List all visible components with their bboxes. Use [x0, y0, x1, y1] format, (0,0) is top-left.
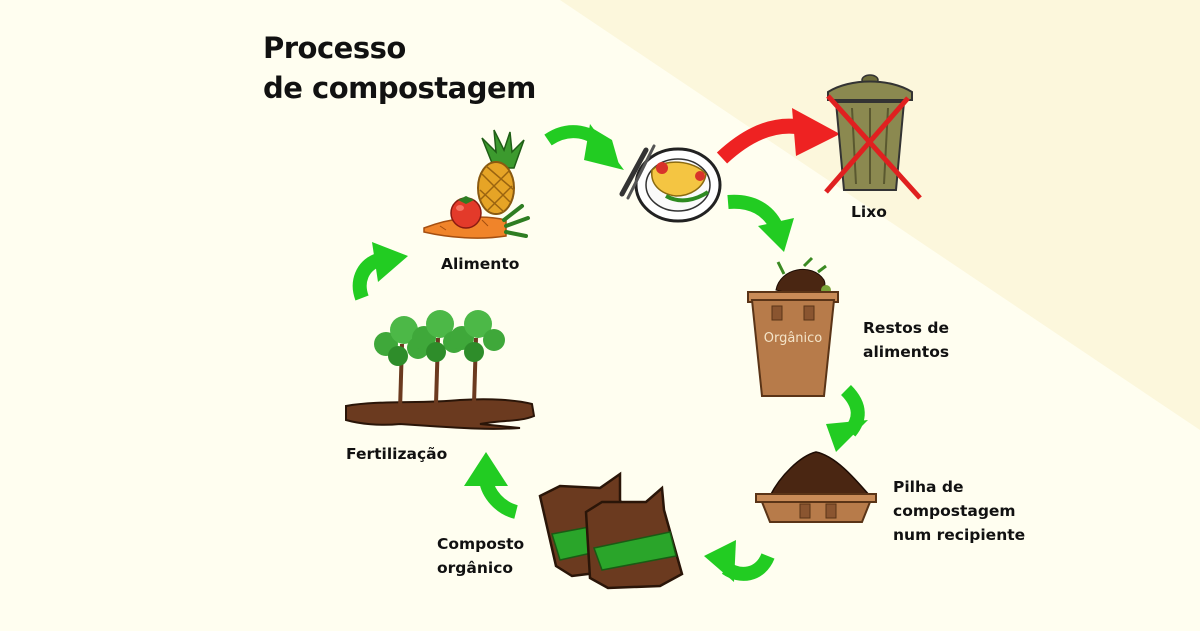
arrow-food-to-meal [544, 124, 624, 170]
label-pile: Pilha de compostagem num recipiente [893, 475, 1025, 547]
label-pile-line-1: Pilha de [893, 478, 964, 496]
label-compost-line-2: orgânico [437, 559, 514, 577]
meal-plate-icon [619, 144, 722, 223]
label-pile-line-3: num recipiente [893, 526, 1026, 544]
label-pile-line-2: compostagem [893, 502, 1016, 520]
arrow-fertilization-to-food [352, 242, 408, 301]
trash-can-icon [824, 74, 922, 200]
compost-bags-icon [538, 471, 684, 590]
label-trash: Lixo [851, 203, 887, 221]
arrow-meal-to-bin [727, 194, 794, 252]
compost-pile-icon [755, 451, 877, 523]
tree-3 [450, 310, 505, 405]
tomato-icon [450, 196, 482, 229]
label-fertilization: Fertilização [346, 445, 448, 463]
page-title: Processo de compostagem [263, 28, 536, 108]
compost-bag-front [584, 485, 684, 590]
label-compost: Composto orgânico [437, 532, 524, 580]
arrow-bin-to-pile [826, 385, 868, 452]
arrow-pile-to-bags [704, 540, 775, 582]
trees-icon [345, 310, 536, 430]
label-scraps: Restos de alimentos [863, 316, 949, 364]
label-scraps-line-2: alimentos [863, 343, 950, 361]
title-line-1: Processo [263, 31, 406, 65]
bin-label: Orgânico [763, 331, 823, 346]
compost-bin-icon [747, 256, 839, 397]
arrow-bags-to-fertilization [464, 452, 519, 519]
forbidden-x [824, 94, 922, 200]
title-line-2: de compostagem [263, 71, 536, 105]
food-illustration [423, 129, 530, 239]
knife-icon [626, 144, 656, 200]
arrow-meal-to-trash [716, 108, 840, 164]
label-compost-line-1: Composto [437, 535, 525, 553]
fork-icon [619, 147, 649, 197]
label-food: Alimento [441, 255, 520, 273]
label-scraps-line-1: Restos de [863, 319, 949, 337]
background-diagonal-band [560, 0, 1200, 430]
pineapple-icon [477, 129, 525, 215]
